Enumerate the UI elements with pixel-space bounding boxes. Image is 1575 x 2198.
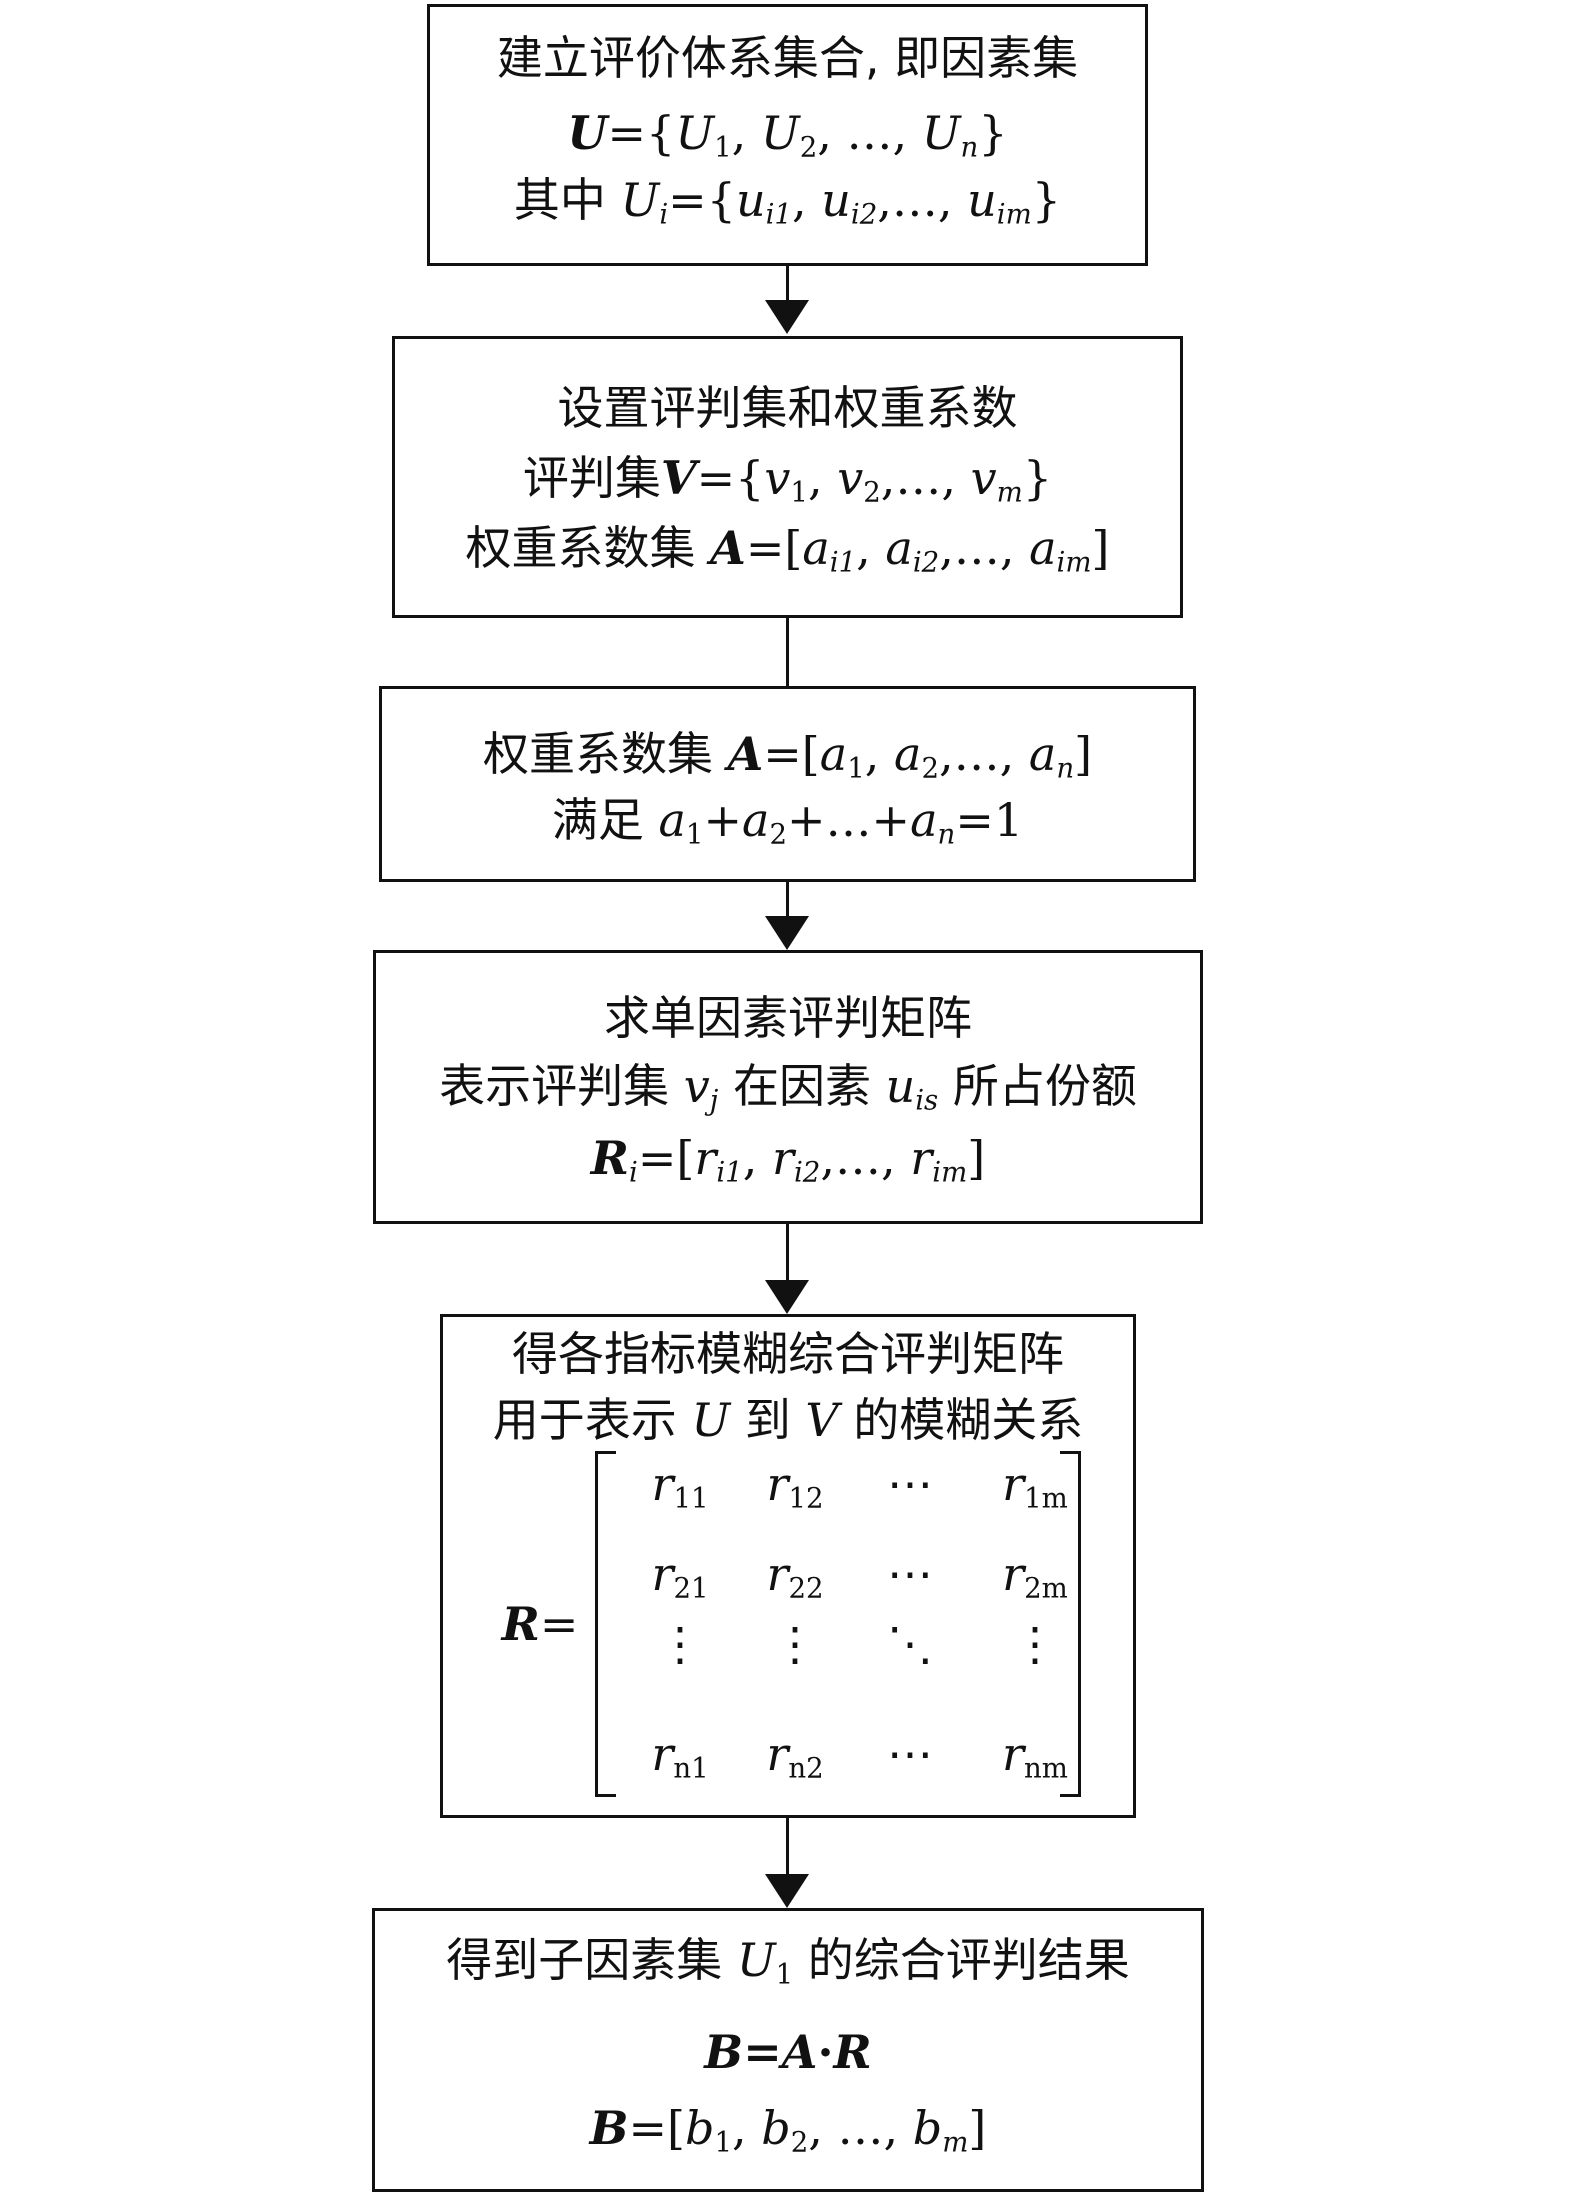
share-description: 表示评判集 vj 在因素 uis 所占份额 <box>439 1059 1137 1117</box>
evaluation-set-formula: 评判集V={v1, v2,…, vm} <box>522 451 1053 509</box>
connector-3 <box>786 882 789 916</box>
matrix-cell: r22 <box>766 1547 824 1605</box>
step-box-evaluation-set: 设置评判集和权重系数 评判集V={v1, v2,…, vm} 权重系数集 A=[… <box>392 336 1183 618</box>
connector-2 <box>786 618 789 686</box>
factor-set-formula: U={U1, U2, …, Un} <box>567 106 1008 164</box>
matrix-cell: ⋯ <box>887 1547 933 1601</box>
matrix-cell: r21 <box>651 1547 709 1605</box>
step2-title: 设置评判集和权重系数 <box>557 381 1018 435</box>
matrix-cell: rn2 <box>766 1727 824 1785</box>
step-box-fuzzy-matrix: 得各指标模糊综合评判矩阵 用于表示 U 到 V 的模糊关系 <box>440 1314 1136 1818</box>
step6-title: 得到子因素集 U1 的综合评判结果 <box>446 1933 1130 1991</box>
step-box-factor-set: 建立评价体系集合, 即因素集 U={U1, U2, …, Un} 其中 Ui={… <box>427 4 1148 266</box>
fuzzy-relation-description: 用于表示 U 到 V 的模糊关系 <box>492 1393 1084 1447</box>
matrix-right-bracket <box>1060 1451 1081 1797</box>
connector-1 <box>786 266 789 300</box>
matrix-cell: ⋯ <box>887 1457 933 1511</box>
arrowhead-1 <box>765 300 809 334</box>
matrix-label: R= <box>501 1597 579 1651</box>
step-box-weight-normalization: 权重系数集 A=[a1, a2,…, an] 满足 a1+a2+…+an=1 <box>379 686 1196 882</box>
matrix-cell: r11 <box>651 1457 709 1515</box>
arrowhead-5 <box>765 1874 809 1908</box>
arrowhead-3 <box>765 916 809 950</box>
fuzzy-evaluation-matrix: R= r11 r12 ⋯ r1m r21 r22 ⋯ r2m ⋮ ⋮ ⋱ ⋮ rn1 rn2 ⋯ rnm <box>500 1445 1100 1805</box>
arrowhead-4 <box>765 1280 809 1314</box>
matrix-cell: rnm <box>1002 1727 1068 1785</box>
weight-set-formula: 权重系数集 A=[ai1, ai2,…, aim] <box>465 521 1110 579</box>
matrix-cell: r12 <box>766 1457 824 1515</box>
composition-formula: B=A·R <box>704 2025 872 2079</box>
step1-title: 建立评价体系集合, 即因素集 <box>496 31 1079 85</box>
subset-formula: 其中 Ui={ui1, ui2,…, uim} <box>513 173 1062 231</box>
step-box-comprehensive-result: 得到子因素集 U1 的综合评判结果 B=A·R B=[b1, b2, …, bm… <box>372 1908 1204 2192</box>
weight-sum-condition: 满足 a1+a2+…+an=1 <box>551 793 1024 851</box>
connector-5 <box>786 1818 789 1874</box>
matrix-cell: rn1 <box>651 1727 709 1785</box>
matrix-cell: ⋮ <box>657 1617 703 1671</box>
matrix-cell: ⋮ <box>772 1617 818 1671</box>
matrix-cell: r2m <box>1002 1547 1068 1605</box>
normalized-weight-formula: 权重系数集 A=[a1, a2,…, an] <box>482 727 1093 785</box>
matrix-left-bracket <box>595 1451 616 1797</box>
matrix-cell: ⋱ <box>887 1617 933 1671</box>
matrix-cell: ⋯ <box>887 1727 933 1781</box>
result-vector-formula: B=[b1, b2, …, bm] <box>589 2101 987 2159</box>
connector-4 <box>786 1224 789 1280</box>
step4-title: 求单因素评判矩阵 <box>604 991 972 1045</box>
step5-title: 得各指标模糊综合评判矩阵 <box>512 1327 1064 1381</box>
single-factor-row-formula: Ri=[ri1, ri2,…, rim] <box>590 1131 986 1189</box>
step-box-single-factor-matrix: 求单因素评判矩阵 表示评判集 vj 在因素 uis 所占份额 Ri=[ri1, … <box>373 950 1203 1224</box>
matrix-cell: r1m <box>1002 1457 1068 1515</box>
matrix-cell: ⋮ <box>1012 1617 1058 1671</box>
